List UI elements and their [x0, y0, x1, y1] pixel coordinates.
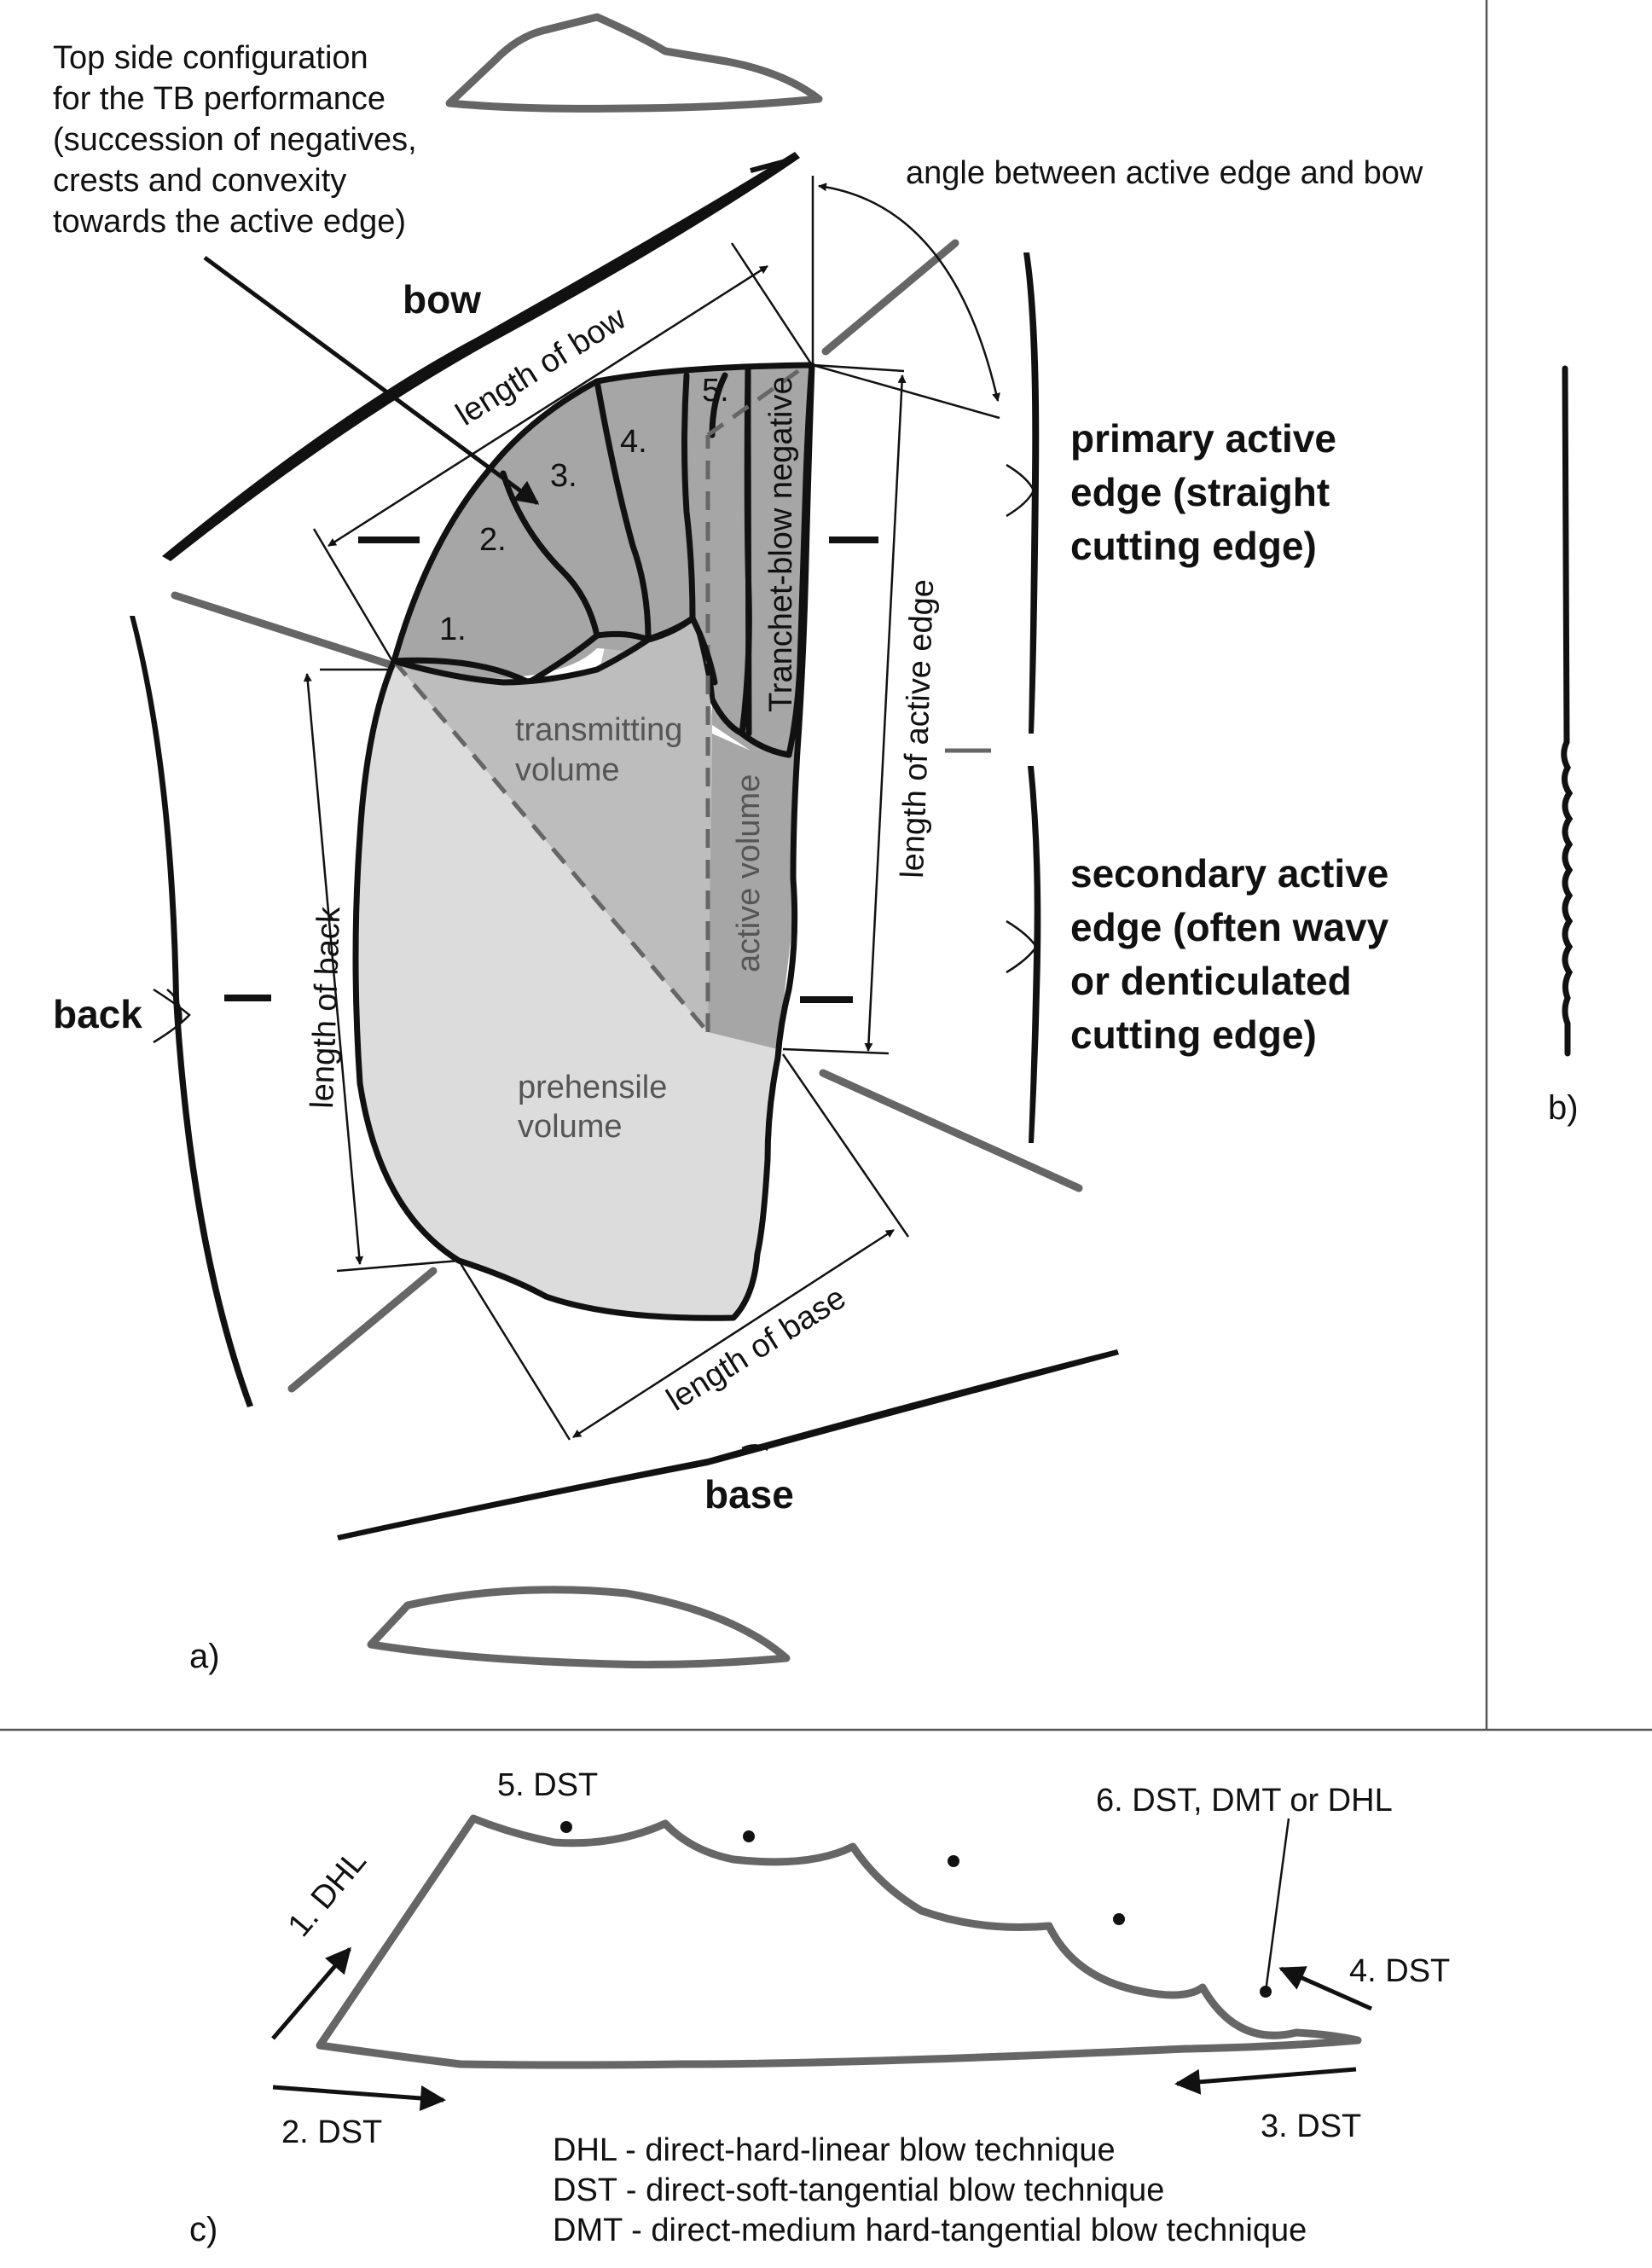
bow-bar: [162, 152, 800, 561]
length-active-arrow: [864, 374, 907, 1052]
top-cross-section: [445, 13, 823, 113]
panel-c: 1. DHL 2. DST 3. DST 4. DST 5. DST 6. DS…: [189, 1767, 1450, 2248]
panel-frame: [0, 0, 1652, 1731]
bottom-cross-section: [367, 1586, 791, 1669]
arrow-step4: [1278, 1966, 1373, 2011]
primary-edge-line-2: edge (straight: [1070, 470, 1330, 514]
angle-label: angle between active edge and bow: [906, 155, 1423, 191]
panel-b-label: b): [1548, 1089, 1579, 1127]
negative-3-label: 3.: [550, 458, 577, 494]
length-back-label: length of back: [304, 905, 347, 1109]
step1-label: 1. DHL: [281, 1843, 374, 1944]
transmitting-label-2: volume: [515, 752, 620, 788]
panel-a: Top side configuration for the TB perfor…: [53, 13, 1423, 1675]
negative-2-label: 2.: [479, 522, 507, 558]
primary-edge-bar: [1023, 252, 1040, 734]
arrow-step2: [272, 2085, 446, 2111]
negative-5-label: 5.: [702, 373, 729, 409]
corner-stick-back: [171, 591, 397, 670]
step5-label: 5. DST: [497, 1767, 598, 1803]
legend-dhl: DHL - direct-hard-linear blow technique: [553, 2132, 1116, 2168]
active-volume: [708, 716, 797, 1049]
note-top-line-2: for the TB performance: [53, 81, 385, 117]
corner-stick-bottom: [287, 1267, 438, 1393]
length-back-arrow: [303, 673, 364, 1265]
corner-stick-bow: [821, 239, 959, 356]
step2-label: 2. DST: [281, 2114, 382, 2150]
secondary-edge-line-1: secondary active: [1070, 851, 1388, 896]
step4-label: 4. DST: [1349, 1953, 1450, 1989]
prehensile-label-2: volume: [518, 1109, 623, 1145]
note-top-line-1: Top side configuration: [53, 40, 368, 76]
edge-profile: [1561, 365, 1574, 1057]
negative-4-label: 4.: [620, 424, 647, 460]
negative-1-label: 1.: [439, 612, 467, 647]
corner-stick-base: [819, 1069, 1083, 1192]
panel-a-label: a): [189, 1638, 220, 1675]
arrow-step3: [1174, 2067, 1357, 2095]
length-bow-arrow: [328, 264, 768, 548]
secondary-edge-line-4: cutting edge): [1070, 1012, 1317, 1057]
active-volume-label: active volume: [731, 774, 767, 972]
step3-label: 3. DST: [1261, 2108, 1361, 2144]
transmitting-label-1: transmitting: [515, 712, 682, 748]
measure-arrows: [303, 183, 1000, 1439]
note-top-line-3: (succession of negatives,: [53, 122, 417, 158]
angle-arc: [818, 183, 1000, 402]
back-label: back: [53, 992, 142, 1036]
tranchet-label: Tranchet-blow negative: [763, 376, 799, 712]
back-bar: [130, 616, 253, 1407]
length-base-arrow: [572, 1228, 895, 1439]
primary-edge-line-1: primary active: [1070, 416, 1336, 461]
base-label: base: [704, 1472, 794, 1517]
bow-label: bow: [403, 277, 481, 322]
panel-b: b): [1548, 365, 1579, 1127]
arrow-step1: [271, 1946, 351, 2040]
note-arrow: [203, 255, 540, 506]
secondary-edge-line-2: edge (often wavy: [1070, 905, 1389, 949]
tool-profile: [316, 1814, 1362, 2069]
length-active-label: length of active edge: [895, 578, 941, 879]
prehensile-label-1: prehensile: [518, 1070, 667, 1105]
primary-edge-line-3: cutting edge): [1070, 524, 1317, 568]
legend-dst: DST - direct-soft-tangential blow techni…: [553, 2172, 1164, 2208]
note-top-line-5: towards the active edge): [53, 204, 406, 240]
legend-dmt: DMT - direct-medium hard-tangential blow…: [553, 2213, 1307, 2248]
panel-c-label: c): [189, 2211, 217, 2248]
secondary-edge-bar: [1028, 766, 1041, 1143]
step6-label: 6. DST, DMT or DHL: [1096, 1783, 1393, 1818]
base-bar: [337, 1349, 1119, 1540]
secondary-edge-line-3: or denticulated: [1070, 959, 1352, 1003]
note-top-line-4: crests and convexity: [53, 163, 346, 199]
prehensile-volume: [355, 661, 780, 1319]
